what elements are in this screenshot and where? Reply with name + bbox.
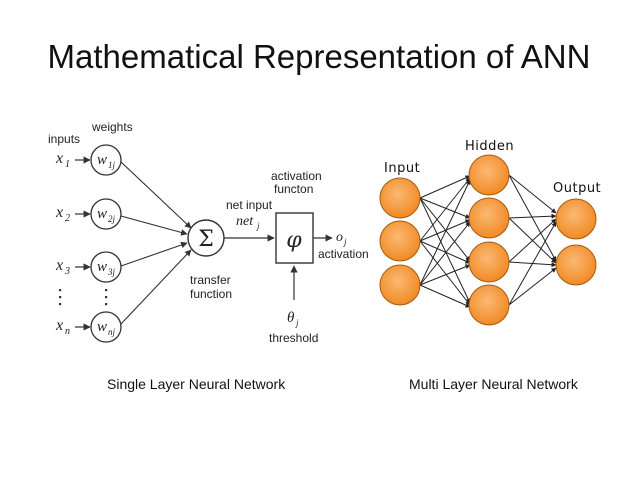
weight-node-1 (90, 144, 122, 176)
hidden-output-edges (508, 174, 557, 306)
net-symbol: net (236, 214, 254, 229)
input-xn: x (55, 317, 63, 334)
caption-multi-layer: Multi Layer Neural Network (409, 376, 578, 392)
weight-w2: w (97, 206, 107, 222)
phi-symbol: φ (286, 228, 302, 253)
input-row-1: x 1 w 1j (55, 144, 122, 176)
hidden-neuron-2 (468, 197, 510, 239)
input-row-2: x 2 w 2j (55, 198, 122, 230)
activation-function-label-2: functon (274, 182, 313, 196)
multi-layer-diagram: Input Hidden Output (379, 139, 601, 326)
input-x2-sub: 2 (65, 213, 70, 224)
input-neuron-1 (379, 177, 421, 219)
weight-node-n (90, 311, 122, 343)
output-subscript: j (343, 237, 347, 247)
weight-w1-sub: 1j (108, 160, 116, 170)
weight-wn: w (97, 319, 107, 335)
weight-w3: w (97, 259, 107, 275)
weight-node-2 (90, 198, 122, 230)
net-input-label: net input (226, 198, 273, 212)
hidden-neuron-1 (468, 154, 510, 196)
input-row-n: x n w nj (55, 311, 122, 343)
inputs-label: inputs (48, 132, 80, 146)
weight-w2-sub: 2j (108, 214, 116, 224)
output-activation-label: activation (318, 247, 369, 261)
weights-label: weights (91, 120, 133, 134)
transfer-label-1: transfer (190, 273, 231, 287)
slide-title: Mathematical Representation of ANN (47, 38, 591, 75)
sum-symbol: Σ (198, 227, 214, 252)
input-x3-sub: 3 (64, 266, 70, 277)
input-x1-sub: 1 (65, 159, 70, 170)
threshold-label: threshold (269, 331, 318, 345)
hidden-neuron-3 (468, 241, 510, 283)
output-layer-label: Output (553, 181, 601, 196)
input-layer-label: Input (384, 161, 420, 176)
hidden-neuron-4 (468, 284, 510, 326)
activation-function-label-1: activation (271, 169, 322, 183)
transfer-label-2: function (190, 287, 232, 301)
weight-node-3 (90, 251, 122, 283)
weight-to-sum-edges (120, 161, 192, 325)
input-hidden-edges (419, 175, 471, 308)
hidden-layer-label: Hidden (465, 139, 514, 154)
input-row-3: x 3 w 3j (55, 251, 122, 283)
weight-wn-sub: nj (108, 327, 116, 337)
output-neuron-1 (555, 198, 597, 240)
caption-single-layer: Single Layer Neural Network (107, 376, 286, 392)
threshold-subscript: j (295, 318, 299, 328)
single-layer-diagram: inputs weights x 1 w 1j x 2 w 2j x 3 w 3… (48, 120, 369, 345)
input-x1: x (55, 150, 63, 167)
input-neuron-2 (379, 220, 421, 262)
net-subscript: j (256, 221, 260, 231)
output-symbol: o (336, 230, 343, 245)
input-x3: x (55, 257, 63, 274)
input-x2: x (55, 204, 63, 221)
weight-w3-sub: 3j (107, 267, 116, 277)
output-neuron-2 (555, 244, 597, 286)
input-xn-sub: n (65, 326, 70, 337)
activation-box (275, 212, 314, 264)
weight-w1: w (97, 152, 107, 168)
threshold-symbol: θ (287, 310, 295, 326)
ellipsis-dots (59, 289, 108, 306)
input-neuron-3 (379, 264, 421, 306)
